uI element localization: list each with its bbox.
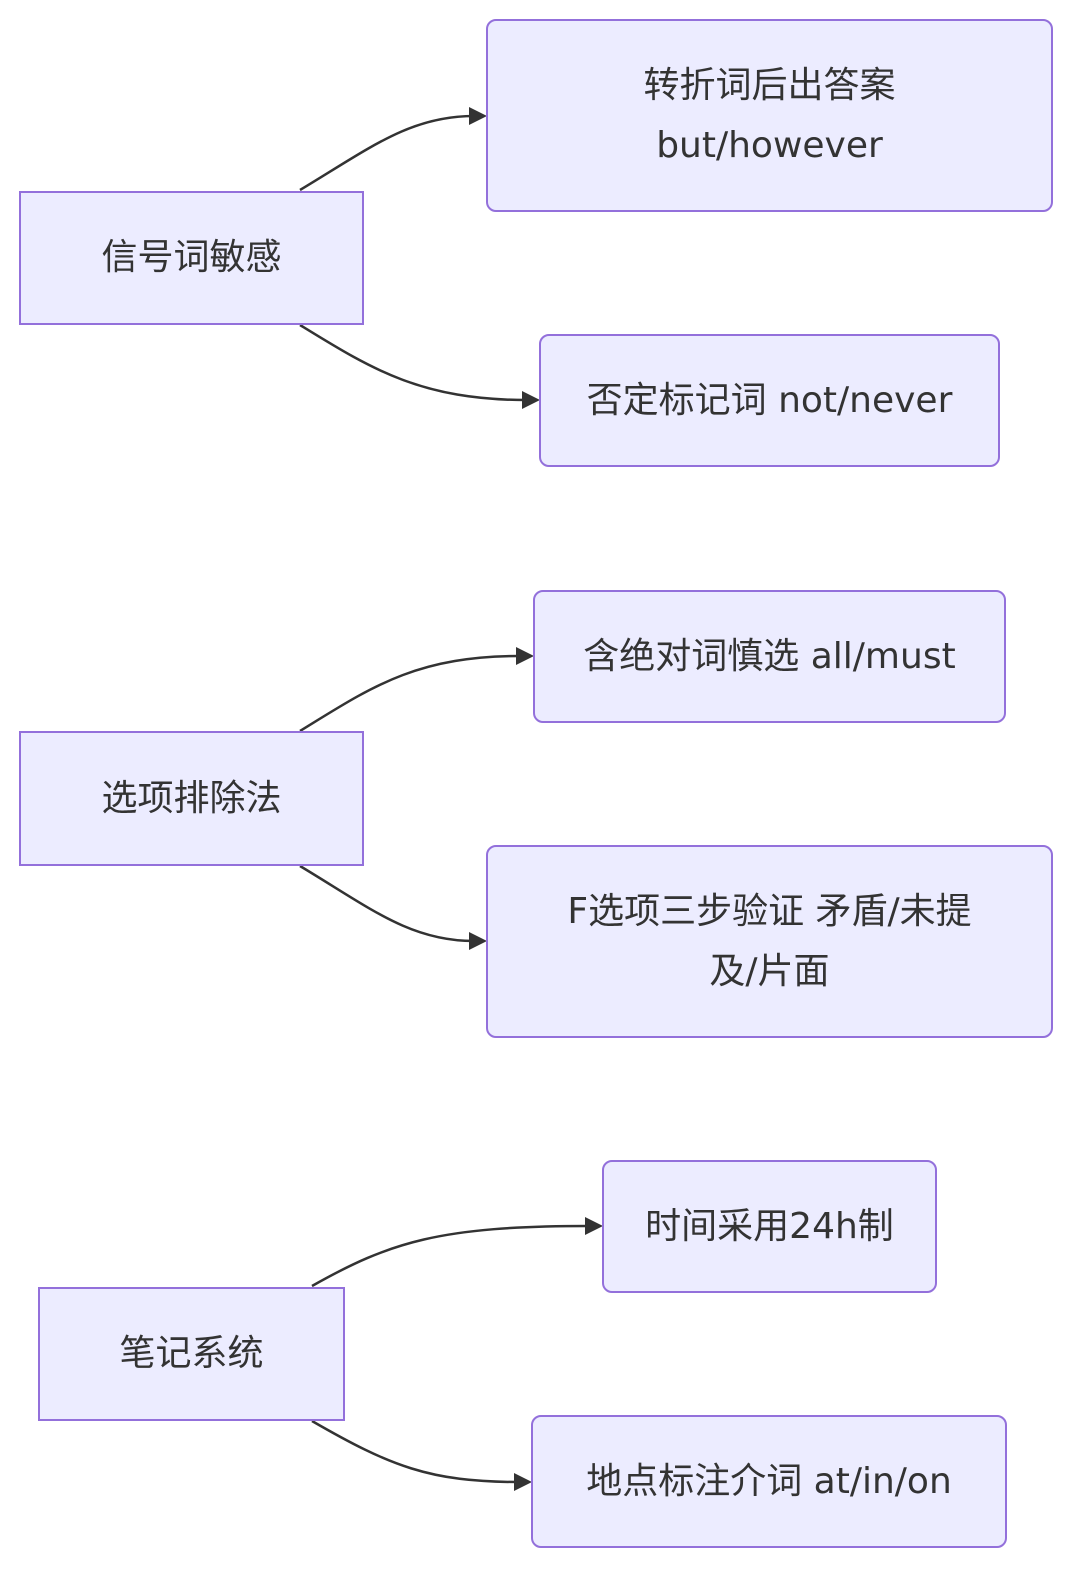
arrowhead-icon — [585, 1217, 603, 1235]
arrowhead-icon — [514, 1473, 532, 1491]
edge-signal-to-negation — [299, 323, 527, 402]
edge-signal-to-contrast — [299, 114, 475, 192]
node-label-line: but/however — [656, 124, 883, 166]
node-label: 含绝对词慎选 all/must — [583, 635, 956, 677]
node-negation-words[interactable]: 否定标记词 not/never — [539, 334, 1000, 467]
node-label: 选项排除法 — [101, 777, 282, 819]
node-label: 笔记系统 — [119, 1333, 264, 1374]
node-label: 信号词敏感 — [101, 237, 282, 278]
arrowhead-icon — [516, 647, 534, 665]
node-label-line: 及/片面 — [709, 950, 830, 992]
node-signal-words[interactable]: 信号词敏感 — [19, 191, 364, 325]
node-label-line: F选项三步验证 矛盾/未提 — [567, 890, 972, 932]
node-contrast-words[interactable]: 转折词后出答案 but/however — [486, 19, 1053, 212]
node-absolute-words[interactable]: 含绝对词慎选 all/must — [533, 590, 1006, 723]
node-false-option-check[interactable]: F选项三步验证 矛盾/未提 及/片面 — [486, 845, 1053, 1038]
edge-elimination-to-absolute — [299, 654, 521, 733]
node-option-elimination[interactable]: 选项排除法 — [19, 731, 364, 866]
node-label: 否定标记词 not/never — [586, 379, 953, 421]
node-location-prepositions[interactable]: 地点标注介词 at/in/on — [531, 1415, 1007, 1548]
arrowhead-icon — [522, 391, 540, 409]
arrowhead-icon — [469, 932, 487, 950]
edge-notes-to-location — [311, 1419, 519, 1484]
node-label: 地点标注介词 at/in/on — [586, 1460, 952, 1502]
arrowhead-icon — [469, 107, 487, 125]
edge-notes-to-time — [311, 1224, 590, 1288]
edge-elimination-to-false-check — [299, 864, 475, 943]
node-label-line: 转折词后出答案 — [643, 64, 896, 106]
node-note-system[interactable]: 笔记系统 — [38, 1287, 345, 1421]
node-time-format[interactable]: 时间采用24h制 — [602, 1160, 937, 1293]
node-label: 时间采用24h制 — [645, 1205, 894, 1247]
